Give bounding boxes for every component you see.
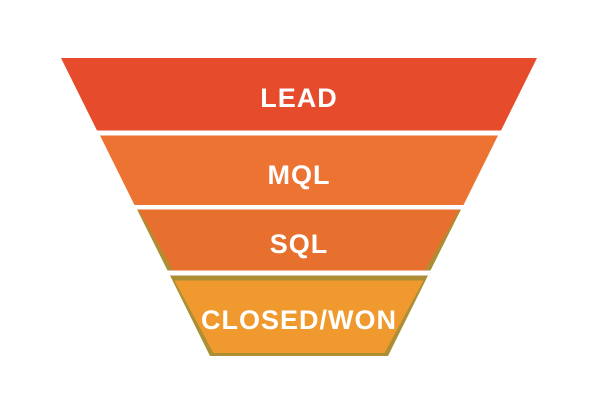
funnel-stage-closedwon-label: CLOSED/WON [201, 305, 397, 335]
funnel-stage-mql-label: MQL [268, 160, 331, 190]
funnel-stage-lead-shape [61, 58, 537, 131]
funnel-stage-closedwon-shape [174, 280, 424, 353]
funnel-stage-mql-shape [100, 135, 498, 205]
funnel-stage-lead-label: LEAD [260, 83, 338, 113]
funnel-stage-sql-shape [138, 209, 460, 271]
funnel-stage-sql-label: SQL [270, 229, 329, 259]
